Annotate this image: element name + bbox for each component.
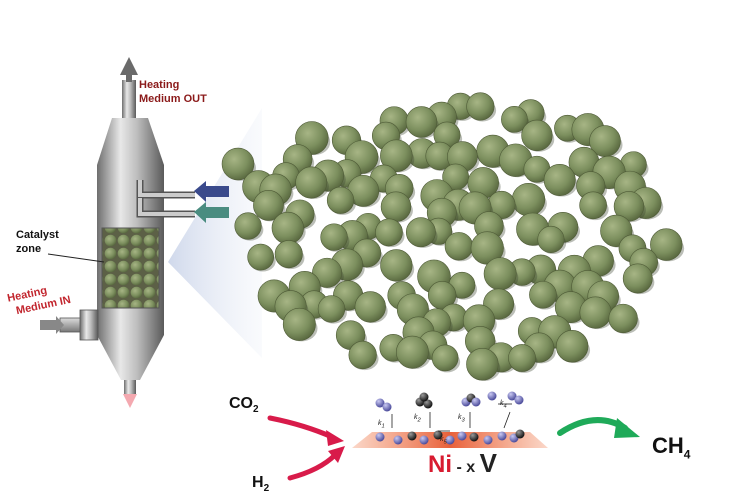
catalyst-pellet: [380, 139, 413, 172]
molecule-atom: [487, 391, 497, 401]
catalyst-pellet: [380, 249, 413, 282]
catalyst-pellet: [521, 119, 553, 152]
heating-in-pipe: [40, 309, 99, 341]
catalyst-pellet: [317, 295, 346, 323]
molecule-atom: [457, 431, 467, 441]
catalyst-pellet: [622, 263, 653, 294]
catalyst-pellet: [444, 232, 474, 261]
catalyst-pellet: [320, 223, 348, 251]
rate-k3: k3: [458, 414, 465, 424]
catalyst-pellet: [295, 166, 328, 199]
heating-medium-out-label: Heating Medium OUT: [139, 79, 207, 105]
molecule-atom: [433, 430, 443, 440]
catalyst-pellet: [348, 340, 377, 370]
catalyst-pellet: [375, 218, 403, 247]
catalyst-pellets: [221, 92, 685, 381]
rate-k4: k4: [500, 400, 507, 410]
catalyst-pellet: [274, 240, 303, 269]
catalyst-pellet: [579, 296, 612, 329]
ch4-arrowhead: [614, 418, 640, 438]
catalyst-pellet: [380, 191, 412, 222]
molecule-atom: [514, 395, 524, 405]
catalyst-pellet: [247, 243, 275, 271]
catalyst-pellet: [405, 217, 436, 248]
surface-molecules: [375, 391, 525, 445]
catalyst-pellet: [234, 212, 262, 240]
catalyst-pellet: [537, 225, 565, 253]
catalyst-pellet: [555, 330, 589, 363]
co2-arrow: [267, 415, 335, 440]
ni-v-separator: - x: [456, 459, 476, 476]
catalyst-pellet: [221, 147, 255, 181]
molecule-atom: [471, 397, 481, 407]
molecule-atom: [483, 435, 493, 445]
co2-label: CO2: [229, 395, 259, 416]
catalyst-bed: [101, 227, 160, 309]
catalyst-pellet: [405, 106, 438, 138]
heating-out-arrow: [120, 57, 138, 75]
molecule-atom: [382, 402, 392, 412]
catalyst-pellet: [312, 257, 343, 288]
molecule-atom: [469, 432, 479, 442]
catalyst-pellet: [529, 280, 557, 309]
inlet-arrow-teal: [194, 202, 229, 223]
catalyst-pellet: [579, 191, 607, 220]
catalyst-pellet: [466, 348, 499, 381]
reactor-top-outlet: [120, 57, 138, 120]
rate-k2: k2: [414, 414, 421, 424]
catalyst-pellet: [501, 106, 528, 133]
molecule-atom: [423, 399, 433, 409]
ch4-label: CH4: [652, 433, 691, 462]
ni-symbol: Ni: [428, 451, 452, 478]
molecule-atom: [375, 432, 385, 442]
rate-k1: k1: [378, 420, 385, 430]
molecule-atom: [393, 435, 403, 445]
molecule-atom: [507, 391, 517, 401]
catalyst-pellet: [483, 257, 517, 291]
catalyst-pellet: [282, 307, 316, 341]
catalyst-formula: Ni - x V: [428, 448, 497, 479]
catalyst-pellet: [354, 291, 386, 323]
catalyst-pellet: [253, 190, 284, 221]
catalyst-pellet: [326, 186, 355, 214]
catalyst-pellet: [608, 303, 638, 334]
bottom-outlet-arrow: [123, 394, 137, 408]
molecule-atom: [515, 429, 525, 439]
catalyst-pellet: [543, 163, 576, 196]
catalyst-pellet: [650, 228, 683, 261]
catalyst-pellet: [508, 344, 536, 372]
co2-arrowhead: [326, 430, 344, 446]
catalyst-pellet: [271, 211, 304, 245]
reaction-step-arrow: [503, 411, 511, 429]
molecule-atom: [497, 431, 507, 441]
v-symbol: V: [479, 448, 497, 478]
catalyst-pellet: [431, 344, 459, 372]
molecule-atom: [407, 431, 417, 441]
molecule-atom: [445, 435, 455, 445]
h2-arrowhead: [328, 446, 345, 463]
molecule-atom: [419, 435, 429, 445]
rate-k5: k5: [440, 436, 447, 446]
catalyst-pellet: [395, 335, 429, 369]
h2-label: H2: [252, 474, 270, 495]
molecule-atom: [375, 398, 385, 408]
molecule-atom: [419, 392, 429, 402]
h2-arrow: [287, 452, 338, 481]
side-pipes: [136, 180, 229, 223]
catalyst-pellet: [427, 281, 457, 310]
inlet-arrow-blue: [194, 181, 229, 202]
catalyst-zone-label: Catalyst zone: [16, 229, 59, 255]
catalyst-zone-leader: [47, 253, 105, 263]
catalyst-pellet: [466, 92, 495, 121]
heating-in-arrow: [40, 316, 64, 334]
catalyst-pellet: [511, 182, 546, 217]
